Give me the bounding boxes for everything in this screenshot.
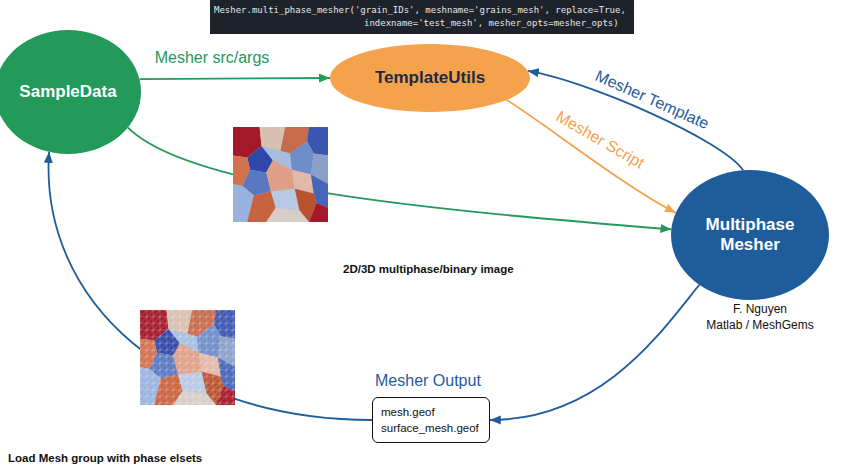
multiphase-image [233,127,328,222]
code-text: Mesher.multi_phase_mesher('grain_IDs', m… [214,4,630,30]
connector [507,100,676,213]
output-box: Mesher Outputmesh.geofsurface_mesh.geof [372,397,490,443]
image-caption: 2D/3D multiphase/binary image [343,263,514,275]
data-circle: SampleData [0,30,141,154]
mesher-circle: Multiphase Mesher [671,170,829,300]
connector [490,285,699,420]
connector [140,78,330,79]
node-title: SampleData [19,82,116,102]
node-title: Multiphase Mesher [683,215,817,256]
mesh-caption: Load Mesh group with phase elsets [8,452,202,464]
edge-label: Mesher Template [591,66,714,134]
file-name: mesh.geof [381,404,481,420]
output-heading: Mesher Output [375,372,481,390]
edge-label: Mesher src/args [153,49,272,67]
utils-ellipse: TemplateUtils [330,44,530,112]
node-title: TemplateUtils [375,68,485,88]
tool-note: Matlab / MeshGems [706,318,813,332]
mesh-image [140,310,235,405]
author-note: F. Nguyen [733,302,787,316]
code-banner: Mesher.multi_phase_mesher('grain_IDs', m… [210,0,634,34]
file-name: surface_mesh.geof [381,420,481,436]
